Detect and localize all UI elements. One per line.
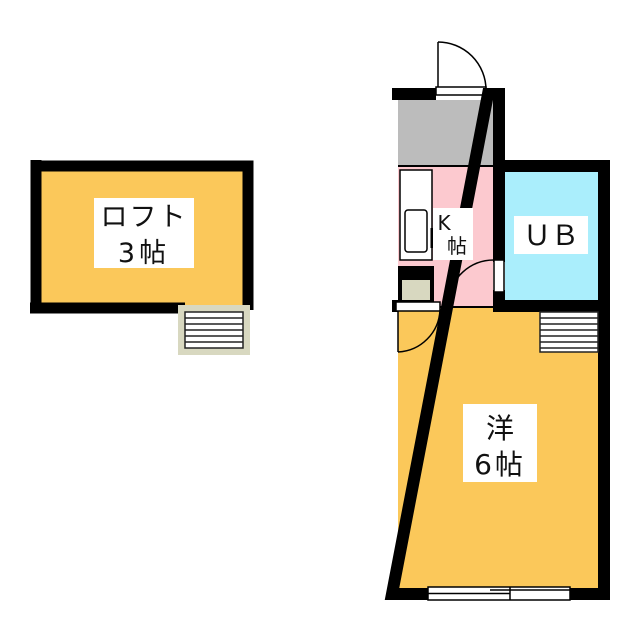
- bath-door: [447, 259, 505, 303]
- kitchen-counter: [399, 169, 434, 261]
- western-ladder: [539, 311, 599, 353]
- kitchen-size: 帖: [447, 234, 467, 258]
- loft-size: 3帖: [118, 238, 170, 269]
- loft-label-bg: [94, 198, 194, 268]
- western-name: 洋: [486, 412, 514, 445]
- western-size: 6帖: [474, 448, 526, 481]
- western-room-window: [427, 586, 571, 601]
- western-room-door: [395, 301, 441, 353]
- loft-area: ロフト 3帖: [30, 160, 254, 355]
- apartment-outer-walls: [384, 88, 610, 600]
- western-label-bg: [463, 404, 537, 482]
- kitchen-label-bg: [433, 208, 473, 260]
- loft-name: ロフト: [101, 202, 188, 233]
- apartment: K 帖 ＵＢ 洋 6帖: [384, 41, 610, 601]
- bath-name: ＵＢ: [523, 219, 579, 252]
- loft-walls-lower: [30, 160, 254, 314]
- kitchen-name: K: [437, 211, 451, 235]
- loft-ladder: [178, 305, 250, 355]
- refrigerator-space: [398, 266, 434, 302]
- bath-label-bg: [514, 216, 588, 254]
- entrance-door: [435, 41, 487, 96]
